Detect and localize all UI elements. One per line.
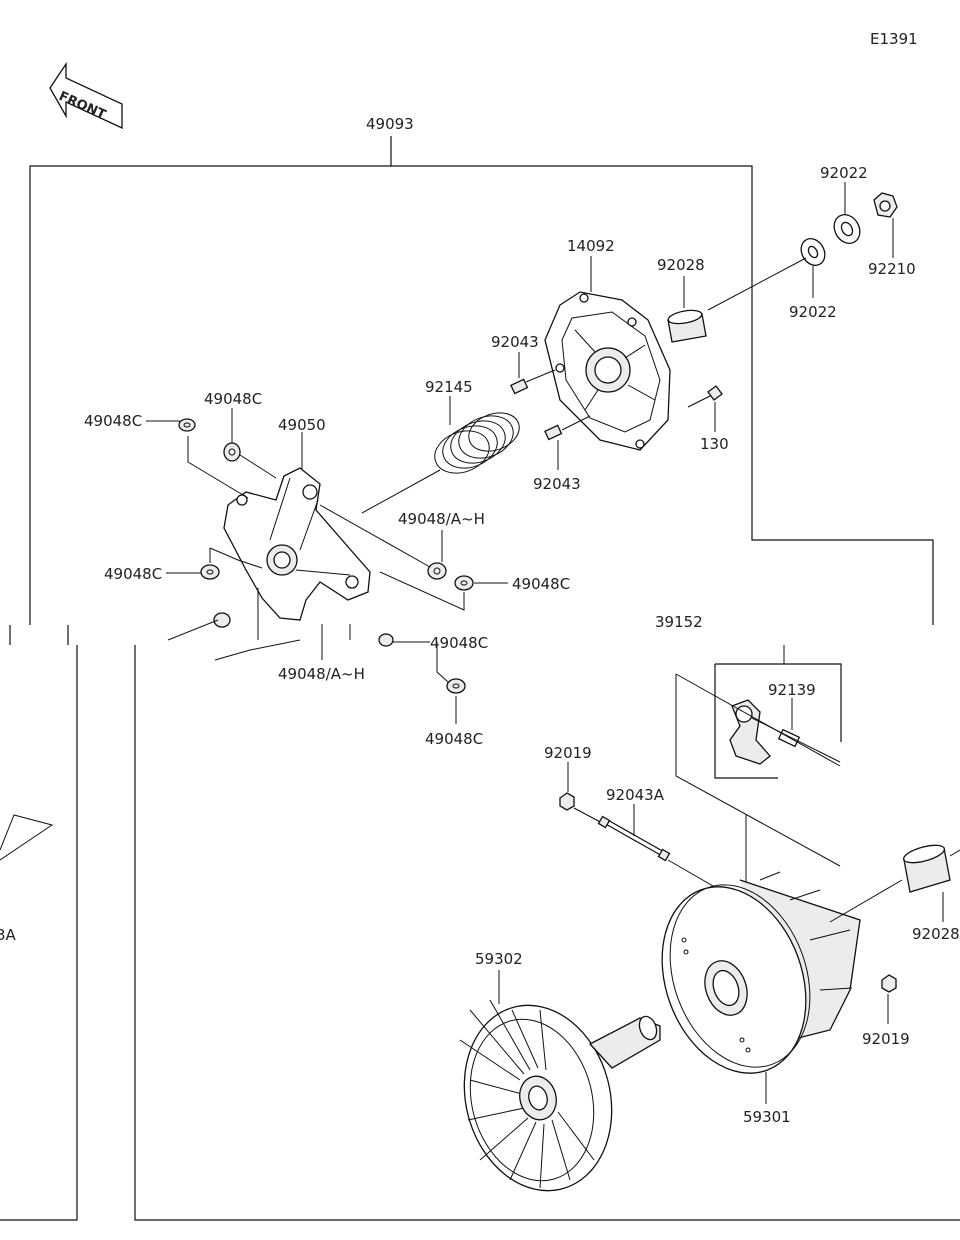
spring-92145: [434, 412, 520, 474]
callout-49048C-4: 49048C: [512, 575, 570, 593]
roller-49048C-4: [454, 575, 474, 591]
nut-92019-lower: [881, 974, 897, 993]
callout-49048C-1: 49048C: [84, 412, 142, 430]
roller-49048C-6: [378, 633, 394, 647]
callout-49048AH-1: 49048/A~H: [398, 510, 485, 528]
callout-130: 130: [700, 435, 729, 453]
nut-92210: [873, 192, 898, 218]
callout-92019-lower: 92019: [862, 1030, 910, 1048]
callout-49048C-3: 49048C: [104, 565, 162, 583]
callout-59302: 59302: [475, 950, 523, 968]
pin-92043A: [597, 815, 671, 862]
callout-92139: 92139: [768, 681, 816, 699]
diagram-code: E1391: [870, 30, 918, 48]
callout-92022-bottom: 92022: [789, 303, 837, 321]
callout-14092: 14092: [567, 237, 615, 255]
washer-92022-lower: [800, 238, 826, 266]
roller-49048H-1: [427, 562, 447, 580]
callout-92028-lower: 92028: [912, 925, 960, 943]
callout-49048C-6: 49048C: [425, 730, 483, 748]
pin-92043-lower: [544, 424, 563, 441]
bushing-92028-lower: [902, 844, 951, 893]
roller-49048C-1: [178, 418, 196, 432]
front-arrow-icon: FRONT: [49, 61, 123, 130]
callout-92145: 92145: [425, 378, 473, 396]
callout-92043A: 92043A: [606, 786, 665, 804]
roller-49048C-2: [223, 442, 241, 462]
callout-92210: 92210: [868, 260, 916, 278]
nut-92019-upper: [559, 792, 575, 811]
cover-14092: [544, 291, 671, 451]
callout-49050: 49050: [278, 416, 326, 434]
sheave-59302: [459, 999, 661, 1192]
callout-92022-top: 92022: [820, 164, 868, 182]
callout-92043-upper: 92043: [491, 333, 539, 351]
pin-92139: [777, 728, 801, 748]
pin-92043-upper: [510, 378, 529, 395]
weight-arm: [729, 699, 771, 765]
callout-59301: 59301: [743, 1108, 791, 1126]
washer-92022-upper: [833, 214, 861, 244]
sheave-59301: [661, 871, 861, 1074]
callout-left-cut: 3A: [0, 926, 17, 944]
assembly-bracket: [0, 136, 960, 1221]
spider-49050: [223, 467, 371, 621]
callout-92019-upper: 92019: [544, 744, 592, 762]
bushing-92028-upper: [667, 309, 707, 343]
roller-49048C-5: [446, 678, 466, 694]
callout-49048C-5: 49048C: [430, 634, 488, 652]
callout-92028-upper: 92028: [657, 256, 705, 274]
bolt-130: [687, 385, 723, 408]
callout-92043-lower: 92043: [533, 475, 581, 493]
callout-49048C-2: 49048C: [204, 390, 262, 408]
roller-49048C-3: [200, 564, 220, 580]
roller-49048H-2: [213, 612, 231, 628]
callout-39152: 39152: [655, 613, 703, 631]
callout-49093: 49093: [366, 115, 414, 133]
callout-49048AH-2: 49048/A~H: [278, 665, 365, 683]
